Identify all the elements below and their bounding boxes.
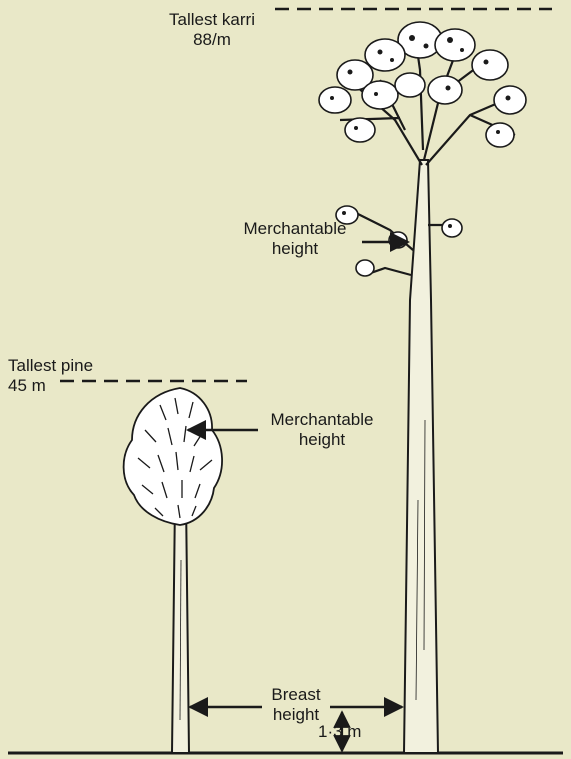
karri-merchantable-label: Merchantable height [235,219,355,259]
tallest-pine-height: 45 m [8,376,93,396]
pine-merchantable-label: Merchantable height [262,410,382,450]
karri-merchantable-line2: height [235,239,355,259]
tallest-karri-height: 88/m [150,30,274,50]
pine-merchantable-line1: Merchantable [262,410,382,430]
tallest-pine-label: Tallest pine 45 m [8,356,93,396]
karri-merchantable-line1: Merchantable [235,219,355,239]
breast-height-value: 1·3 m [318,722,361,742]
karri-tree-icon [319,22,526,753]
breast-height-label: Breast height [256,685,336,725]
pine-tree-icon [124,388,222,753]
tallest-karri-label: Tallest karri 88/m [150,10,274,50]
tallest-pine-name: Tallest pine [8,356,93,376]
breast-height-line1: Breast [256,685,336,705]
pine-merchantable-line2: height [262,430,382,450]
tallest-karri-name: Tallest karri [150,10,274,30]
